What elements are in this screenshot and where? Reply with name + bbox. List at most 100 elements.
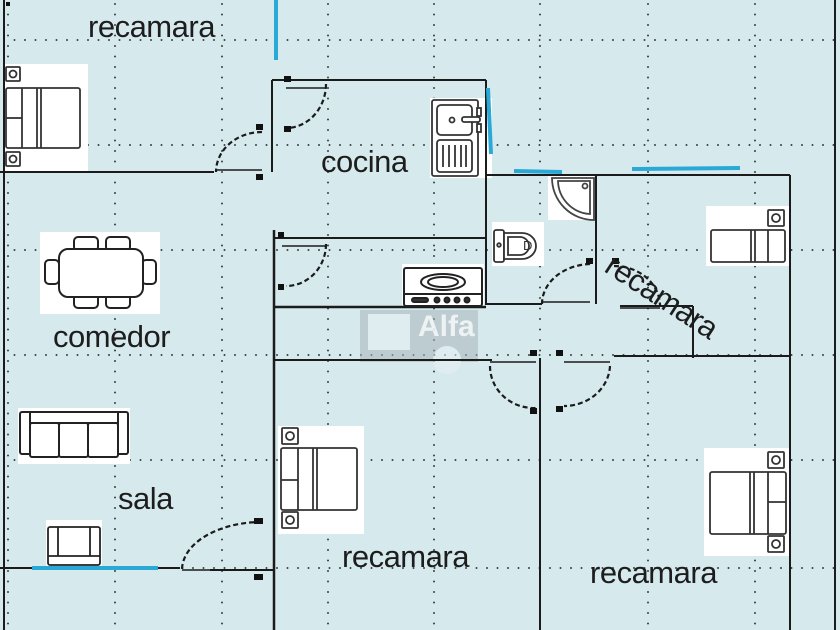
grid-dot: [265, 459, 268, 461]
grid-dot: [433, 381, 435, 383]
grid-dot: [647, 192, 649, 194]
grid-dot: [801, 249, 803, 251]
door-swing: [214, 130, 263, 173]
grid-dot: [139, 39, 142, 41]
grid-dot: [465, 567, 467, 569]
grid-dot: [559, 567, 562, 569]
grid-dot: [327, 328, 329, 331]
grid-dot: [114, 559, 116, 562]
grid-dot: [559, 39, 562, 41]
grid-dot: [801, 144, 803, 146]
grid-dot: [327, 192, 329, 194]
grid-dot: [601, 144, 604, 146]
grid-dot: [221, 612, 223, 614]
grid-dot: [370, 459, 373, 461]
grid-dot: [234, 39, 236, 41]
grid-dot: [108, 144, 110, 146]
grid-dot: [647, 150, 649, 152]
grid-dot: [114, 601, 116, 604]
grid-dot: [327, 139, 329, 142]
grid-dot: [34, 39, 37, 41]
watermark-logo: [360, 310, 478, 374]
grid-dot: [327, 286, 329, 289]
grid-dot: [221, 517, 223, 520]
grid-dot: [811, 249, 814, 251]
grid-dot: [327, 612, 329, 614]
grid-dot: [647, 528, 649, 530]
grid-dot: [496, 567, 499, 569]
grid-dot: [754, 76, 756, 79]
grid-dot: [528, 459, 530, 461]
grid-dot: [160, 39, 163, 41]
grid-dot: [7, 612, 9, 614]
door-swing: [540, 262, 591, 305]
grid-dot: [221, 45, 223, 47]
grid-dot: [528, 39, 530, 41]
grid-dot: [114, 129, 116, 131]
grid-dot: [213, 39, 215, 41]
grid-dot: [114, 538, 116, 541]
grid-dot: [327, 118, 329, 121]
grid-dot: [423, 459, 425, 461]
grid-dot: [118, 39, 121, 41]
grid-dot: [570, 459, 572, 461]
grid-dot: [221, 622, 223, 625]
grid-dot: [327, 160, 329, 163]
grid-dot: [754, 108, 756, 110]
grid-dot: [381, 459, 383, 461]
grid-dot: [349, 144, 352, 146]
grid-dot: [7, 255, 9, 257]
grid-dot: [221, 402, 223, 404]
grid-dot: [539, 297, 541, 299]
grid-dot: [327, 223, 329, 226]
grid-dot: [7, 475, 9, 478]
grid-dot: [114, 622, 116, 625]
grid-dot: [202, 249, 205, 251]
grid-dot: [591, 567, 593, 569]
grid-dot: [591, 39, 593, 41]
grid-dot: [664, 39, 667, 41]
grid-dot: [433, 45, 435, 47]
grid-dot: [114, 87, 116, 89]
grid-dot: [612, 144, 614, 146]
grid-dot: [160, 144, 163, 146]
grid-dot: [759, 144, 761, 146]
grid-dot: [647, 13, 649, 16]
grid-dot: [223, 459, 226, 461]
grid-dot: [114, 612, 116, 614]
grid-dot: [754, 181, 756, 184]
grid-dot: [538, 144, 541, 146]
grid-dot: [647, 45, 649, 47]
grid-dot: [591, 354, 593, 356]
grid-dot: [307, 249, 310, 251]
grid-dot: [647, 286, 649, 289]
grid-dot: [265, 39, 268, 41]
grid-dot: [647, 486, 649, 488]
grid-dot: [832, 459, 835, 461]
grid-dot: [7, 381, 9, 383]
grid-dot: [517, 354, 520, 356]
grid-dot: [647, 265, 649, 268]
grid-dot: [423, 39, 425, 41]
grid-dot: [801, 459, 803, 461]
grid-dot: [486, 39, 488, 41]
grid-dot: [297, 144, 299, 146]
grid-dot: [114, 402, 116, 404]
grid-dot: [114, 370, 116, 373]
grid-dot: [202, 567, 205, 569]
grid-dot: [832, 567, 835, 569]
grid-dot: [221, 549, 223, 551]
grid-dot: [221, 297, 223, 299]
grid-dot: [327, 66, 329, 68]
bed-icon: [280, 427, 358, 529]
grid-dot: [114, 591, 116, 593]
grid-dot: [402, 567, 404, 569]
grid-dot: [327, 3, 329, 5]
grid-dot: [7, 591, 9, 593]
grid-dot: [114, 213, 116, 215]
door-swings: [180, 83, 662, 571]
grid-dot: [391, 249, 394, 251]
grid-dot: [706, 144, 709, 146]
grid-dot: [591, 249, 593, 251]
grid-dot: [7, 339, 9, 341]
